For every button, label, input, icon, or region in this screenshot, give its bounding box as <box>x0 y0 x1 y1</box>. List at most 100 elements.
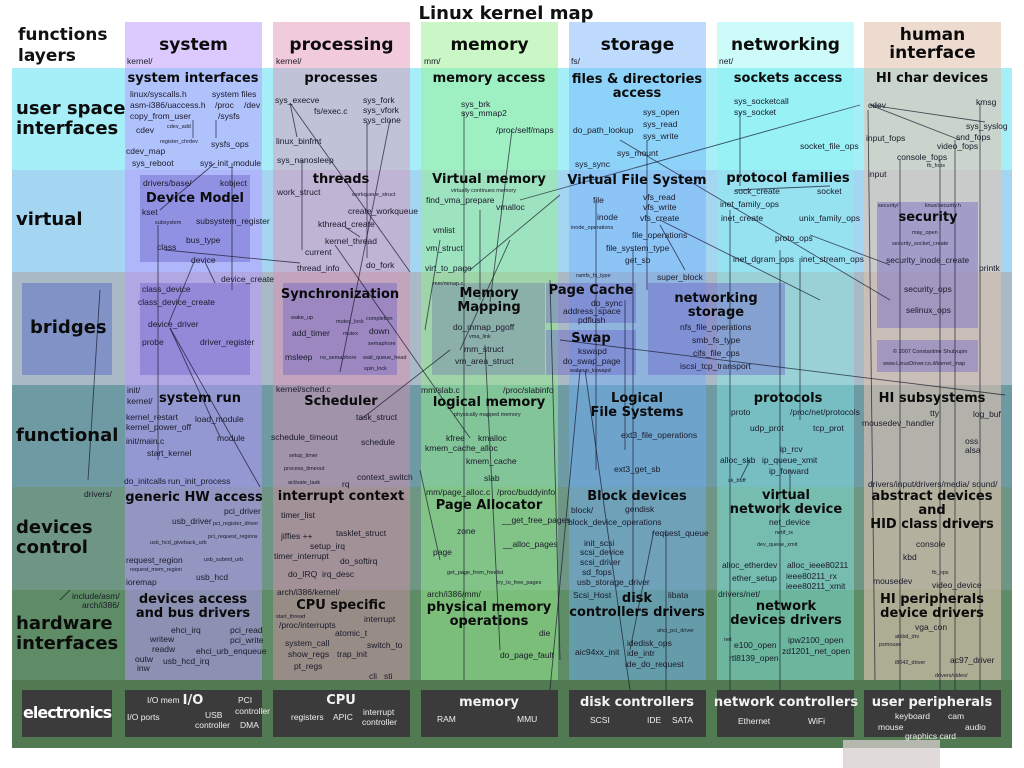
kernel-symbol: WiFi <box>808 716 825 726</box>
logo-watermark <box>843 740 940 768</box>
kernel-symbol: usb_hcd_giveback_urb <box>150 540 207 546</box>
kernel-symbol: pci_request_regions <box>208 534 258 540</box>
kernel-symbol: proto_ops <box>775 233 813 243</box>
kernel-symbol: do_swap_page <box>563 356 621 366</box>
kernel-symbol: show_regs <box>288 649 330 659</box>
kernel-symbol: linux/security.h <box>925 203 961 209</box>
kernel-symbol: scsi_device <box>580 547 624 557</box>
kernel-symbol: driver_register <box>200 337 255 347</box>
cell-heading: abstract devices and HID class drivers <box>870 489 994 532</box>
cell-heading: protocol families <box>726 171 850 186</box>
kernel-symbol: input_fops <box>866 133 906 143</box>
kernel-symbol: ext3_get_sb <box>614 464 661 474</box>
cell-heading: CPU specific <box>296 598 386 613</box>
kernel-symbol: ipw2100_open <box>788 635 844 645</box>
cell-heading: Block devices <box>587 489 687 504</box>
kernel-symbol: netif_rx <box>775 530 794 536</box>
kernel-symbol: work_struct <box>277 187 321 197</box>
kernel-symbol: include/asm/ <box>72 591 120 601</box>
kernel-symbol: mm_struct <box>464 344 504 354</box>
kernel-symbol: idedisk_ops <box>627 638 672 648</box>
kernel-symbol: RAM <box>437 714 456 724</box>
kernel-symbol: asm-i386/uaccess.h <box>130 100 206 110</box>
kernel-symbol: usb_hcd_irq <box>163 656 210 666</box>
cell-heading: Synchronization <box>280 287 400 302</box>
kernel-symbol: /proc/buddyinfo <box>497 487 556 497</box>
kernel-symbol: mousedev_handler <box>862 418 935 428</box>
kernel-symbol: vm_struct <box>426 243 463 253</box>
kernel-symbol: context_switch <box>357 472 413 482</box>
kernel-symbol: kernel/ <box>127 396 153 406</box>
kernel-symbol: file_operations <box>632 230 688 240</box>
kernel-symbol: system files <box>212 89 257 99</box>
kernel-symbol: usb_storage_driver <box>577 577 650 587</box>
kernel-symbol: try_to_free_pages <box>497 580 542 586</box>
cell-heading: sockets access <box>733 71 843 86</box>
kernel-symbol: sk_buff <box>728 478 746 484</box>
kernel-symbol: vmalloc <box>496 202 525 212</box>
cell-heading: protocols <box>753 391 823 406</box>
cell-heading: Page Cache <box>548 283 634 298</box>
kernel-symbol: smb_fs_type <box>692 335 741 345</box>
kernel-symbol: atomic_t <box>335 628 368 638</box>
kernel-symbol: super_block <box>657 272 703 282</box>
kernel-symbol: input <box>868 169 887 179</box>
column-header-human-interface: human interface <box>889 25 976 63</box>
kernel-symbol: get_page_from_freelist <box>447 570 504 576</box>
kernel-symbol: die <box>539 628 551 638</box>
kernel-symbol: /proc/slabinfo <box>503 385 554 395</box>
kernel-symbol: device_driver <box>148 319 199 329</box>
kernel-symbol: kernel_restart <box>126 412 178 422</box>
kernel-symbol: address_space <box>563 306 621 316</box>
kernel-symbol: cdev <box>868 100 886 110</box>
kernel-symbol: vfs_create <box>640 213 680 223</box>
kernel-symbol: sys_socketcall <box>734 96 789 106</box>
kernel-symbol: psmouse <box>879 642 902 648</box>
layer-label-user-space: user space interfaces <box>16 98 126 139</box>
kernel-symbol: ide_intr <box>627 648 655 658</box>
cell-heading: system interfaces <box>127 71 259 86</box>
kernel-symbol: usb_submit_urb <box>204 557 244 563</box>
kernel-symbol: kmem_cache <box>466 456 517 466</box>
kernel-symbol: add_timer <box>292 328 330 338</box>
kernel-symbol: schedule <box>361 437 396 447</box>
kernel-symbol: PCI <box>238 695 253 705</box>
cell-heading: threads <box>312 172 370 187</box>
kernel-symbol: do_fork <box>366 260 395 270</box>
kernel-symbol: USB <box>205 710 223 720</box>
kernel-symbol: run_init_process <box>168 476 231 486</box>
kernel-symbol: task_struct <box>356 412 398 422</box>
kernel-symbol: sys_syslog <box>966 121 1008 131</box>
kernel-symbol: file_system_type <box>606 243 670 253</box>
layer-label-electronics: electronics <box>23 703 112 722</box>
column-header-networking: networking <box>731 35 840 55</box>
kernel-symbol: pci_write <box>230 635 264 645</box>
kernel-symbol: timer_list <box>281 510 316 520</box>
kernel-symbol: ieee80211_rx <box>786 571 837 581</box>
kernel-symbol: spin_lock <box>364 366 387 372</box>
kernel-symbol: pci_read <box>230 625 263 635</box>
kernel-symbol: pt_regs <box>294 661 323 671</box>
kernel-symbol: log_buf <box>973 409 1001 419</box>
kernel-symbol: timer_interrupt <box>274 551 329 561</box>
kernel-symbol: arch/i386/ <box>82 600 120 610</box>
kernel-symbol: inode <box>597 212 618 222</box>
kernel-symbol: arch/i386/kernel/ <box>277 587 340 597</box>
kernel-symbol: do_softirq <box>340 556 378 566</box>
kernel-symbol: socket_file_ops <box>800 141 859 151</box>
kernel-symbol: vfs_write <box>643 202 677 212</box>
kernel-symbol: init_scsi <box>584 538 615 548</box>
kernel-symbol: sd_fops <box>582 567 612 577</box>
kernel-symbol: fb_ops <box>932 570 949 576</box>
kernel-symbol: thread_info <box>297 263 340 273</box>
kernel-symbol: alloc_skb <box>720 455 756 465</box>
kernel-symbol: system_call <box>285 638 330 648</box>
column-path-storage: fs/ <box>571 56 580 66</box>
kernel-symbol: controller <box>362 717 397 727</box>
kernel-symbol: console_fops <box>897 152 948 162</box>
kernel-symbol: security/ <box>878 203 899 209</box>
kernel-symbol: device_create <box>221 274 274 284</box>
kernel-symbol: ahci_pci_driver <box>657 628 694 634</box>
cell-heading: Virtual File System <box>567 173 707 188</box>
kernel-symbol: I/O mem <box>147 695 180 705</box>
